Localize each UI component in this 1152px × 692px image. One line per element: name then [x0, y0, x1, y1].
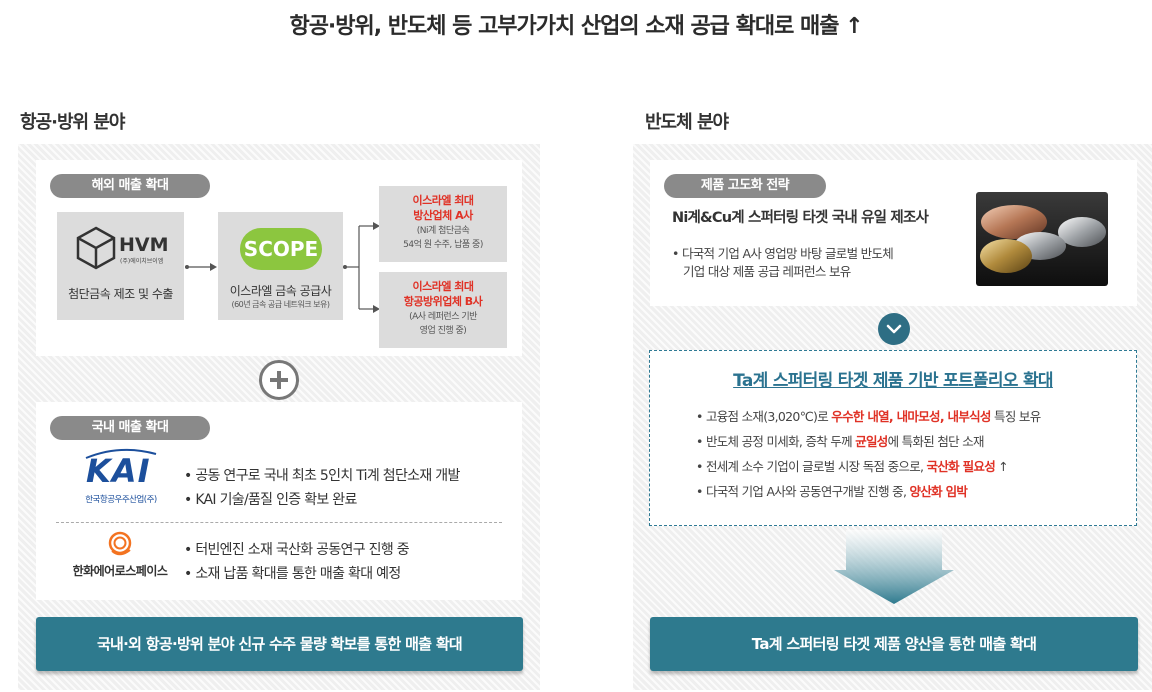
- strategy-bullet-2: 기업 대상 제품 공급 레퍼런스 보유: [683, 264, 851, 279]
- hvm-box: [57, 212, 184, 320]
- portfolio-item-4: • 다국적 기업 A사와 공동연구개발 진행 중, 양산화 임박: [696, 484, 968, 499]
- target-b-note-1: (A사 레퍼런스 기반: [409, 312, 477, 322]
- portfolio-item-2: • 반도체 공정 미세화, 증착 두께 균일성에 특화된 첨단 소재: [696, 434, 985, 449]
- page-title: 항공·방위, 반도체 등 고부가가치 산업의 소재 공급 확대로 매출 ↑: [289, 14, 863, 39]
- hvm-label: 첨단금속 제조 및 수출: [68, 287, 173, 301]
- kai-bullet-1: • 공동 연구로 국내 최초 5인치 Ti계 첨단소재 개발: [184, 468, 460, 484]
- hvm-logo-text: HVM: [119, 234, 169, 256]
- sputtering-target-image: [976, 192, 1108, 286]
- target-a-box: [379, 186, 507, 262]
- scope-logo: SCOPE: [240, 228, 322, 270]
- divider: [56, 522, 502, 523]
- section-title-semiconductor: 반도체 분야: [645, 112, 729, 133]
- plus-icon: [259, 360, 299, 400]
- target-a-note-2: 54억 원 수주, 납품 중): [403, 240, 483, 250]
- strategy-pill: 제품 고도화 전략: [664, 174, 826, 198]
- branch-arrows-icon: [343, 222, 380, 313]
- hanwha-bullet-1: • 터빈엔진 소재 국산화 공동연구 진행 중: [184, 542, 410, 558]
- strategy-headline: Ni계&Cu계 스퍼터링 타겟 국내 유일 제조사: [672, 210, 929, 226]
- portfolio-item-1: • 고융점 소재(3,020℃)로 우수한 내열, 내마모성, 내부식성 특징 …: [696, 409, 1041, 424]
- scope-label: 이스라엘 금속 공급사: [229, 284, 332, 298]
- kai-logo: KAI: [86, 452, 151, 490]
- overseas-pill: 해외 매출 확대: [50, 174, 210, 198]
- hvm-logo-sub: (주)에이치브이엠: [120, 258, 164, 265]
- section-title-aerospace: 항공·방위 분야: [20, 112, 125, 133]
- arrow-right-icon: [185, 263, 217, 271]
- portfolio-box: [649, 350, 1137, 526]
- hanwha-bullet-2: • 소재 납품 확대를 통한 매출 확대 예정: [184, 566, 401, 582]
- hvm-cube-icon: [76, 226, 116, 270]
- chevron-down-icon: [878, 313, 910, 345]
- hanwha-logo-text: 한화에어로스페이스: [72, 564, 168, 578]
- aerospace-banner: 국내·외 항공·방위 분야 신규 수주 물량 확보를 통한 매출 확대: [36, 617, 523, 671]
- target-b-title-2: 항공방위업체 B사: [403, 295, 483, 308]
- portfolio-title: Ta계 스퍼터링 타겟 제품 기반 포트폴리오 확대: [733, 371, 1053, 391]
- hanwha-logo-icon: [108, 531, 132, 556]
- target-a-note-1: (Ni계 첨단금속: [416, 226, 470, 236]
- strategy-bullet-1: • 다국적 기업 A사 영업망 바탕 글로벌 반도체: [672, 246, 894, 261]
- portfolio-item-3: • 전세계 소수 기업이 글로벌 시장 독점 중으로, 국산화 필요성 ↑: [696, 459, 1009, 474]
- kai-swoosh-icon: [85, 448, 157, 459]
- target-b-title-1: 이스라엘 최대: [412, 280, 474, 293]
- target-a-title-1: 이스라엘 최대: [412, 194, 474, 207]
- target-b-box: [379, 272, 507, 348]
- kai-bullet-2: • KAI 기술/품질 인증 확보 완료: [184, 492, 357, 508]
- semiconductor-banner: Ta계 스퍼터링 타겟 제품 양산을 통한 매출 확대: [650, 617, 1138, 671]
- target-a-title-2: 방산업체 A사: [413, 209, 473, 222]
- scope-sub: (60년 금속 공급 네트워크 보유): [231, 300, 330, 309]
- funnel-arrow-icon: [834, 530, 954, 604]
- kai-logo-sub: 한국항공우주산업(주): [85, 495, 157, 505]
- domestic-pill: 국내 매출 확대: [50, 416, 210, 440]
- target-b-note-2: 영업 진행 중): [419, 326, 467, 336]
